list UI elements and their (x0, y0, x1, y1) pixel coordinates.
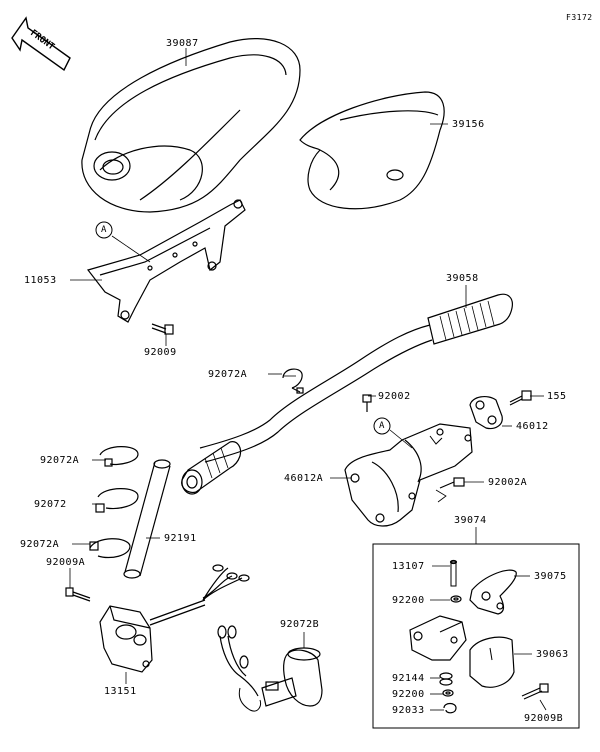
part-number-92033: 92033 (392, 705, 425, 716)
switch-cover-part (469, 636, 515, 688)
handlebar-part (181, 293, 513, 495)
circlip-part (443, 702, 457, 714)
bracket-part (86, 199, 246, 323)
bolt-part (151, 323, 174, 335)
bolt-b-part (521, 683, 549, 700)
part-number-92072A-low: 92072A (20, 539, 60, 550)
callout-a-label: A (101, 225, 107, 235)
leader-lines (69, 48, 547, 711)
part-number-92200-b: 92200 (392, 689, 425, 700)
washer-lower-part (442, 689, 454, 697)
lever-part (469, 569, 517, 615)
screw-part (362, 394, 372, 412)
part-number-155: 155 (547, 391, 567, 402)
part-number-39063: 39063 (536, 649, 569, 660)
switch-part (65, 564, 250, 673)
part-number-39075: 39075 (534, 571, 567, 582)
front-arrow-icon: FRONT (11, 16, 71, 72)
band-clamp-part (282, 368, 304, 394)
spring-part (439, 672, 453, 686)
band-92072B-part (217, 625, 323, 712)
bolt-155-part (509, 390, 532, 406)
part-number-92009: 92009 (144, 347, 177, 358)
part-number-92144: 92144 (392, 673, 425, 684)
part-number-92002A: 92002A (488, 477, 528, 488)
screw-a-part (435, 477, 465, 503)
part-number-39087: 39087 (166, 38, 199, 49)
part-number-92072: 92072 (34, 499, 67, 510)
lever-holder-part (409, 615, 467, 661)
part-number-11053: 11053 (24, 275, 57, 286)
holder-upper-part (469, 395, 503, 430)
callout-a-label: A (379, 421, 385, 431)
washer-part (450, 595, 462, 603)
band-clamp-92072A-part (99, 446, 139, 467)
part-number-92072B: 92072B (280, 619, 320, 630)
switch-housing-part (344, 423, 473, 527)
part-number-92200-a: 92200 (392, 595, 425, 606)
callout-a-circle (373, 417, 391, 435)
pin-part (449, 559, 458, 587)
front-label: FRONT (28, 28, 56, 52)
part-number-39074: 39074 (454, 515, 487, 526)
part-number-46012A: 46012A (284, 473, 324, 484)
part-number-92002: 92002 (378, 391, 411, 402)
part-number-92191: 92191 (164, 533, 197, 544)
tube-part (123, 459, 171, 579)
part-number-92009B: 92009B (524, 713, 564, 724)
part-number-92009A: 92009A (46, 557, 86, 568)
figure-code: F3172 (566, 13, 593, 22)
part-number-13151: 13151 (104, 686, 137, 697)
seat-cover-part (81, 38, 301, 213)
part-number-92072A-top: 92072A (208, 369, 248, 380)
cover-part (299, 91, 445, 210)
band-clamp-92072-part (95, 488, 139, 513)
part-number-39156: 39156 (452, 119, 485, 130)
part-number-13107: 13107 (392, 561, 425, 572)
band-clamp-92072A-lower-part (89, 538, 131, 559)
part-number-92072A-mid: 92072A (40, 455, 80, 466)
callout-a-circle (95, 221, 113, 239)
part-number-46012: 46012 (516, 421, 549, 432)
part-number-39058: 39058 (446, 273, 479, 284)
